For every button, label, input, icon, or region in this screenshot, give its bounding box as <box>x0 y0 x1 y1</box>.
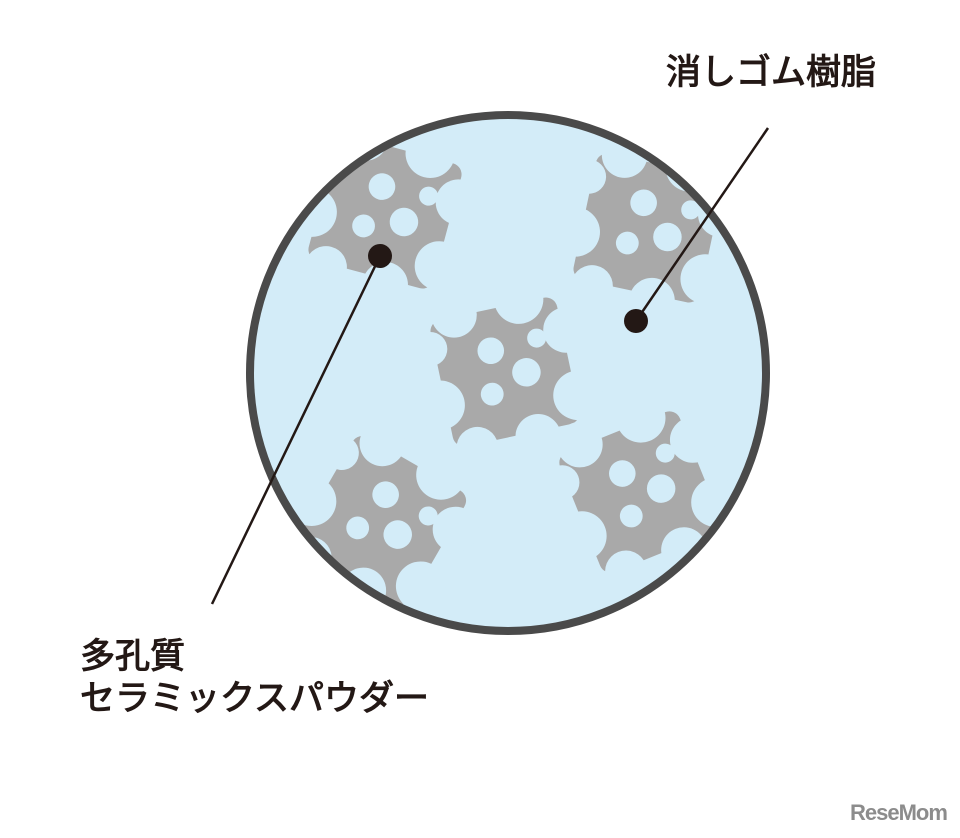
eraser-outline <box>246 111 770 635</box>
ceramic-label: 多孔質 セラミックスパウダー <box>80 636 429 720</box>
ceramic-pointer-dot <box>368 244 392 268</box>
ceramic-pointer-line <box>210 255 382 605</box>
resin-pointer-line <box>634 127 770 322</box>
resin-label: 消しゴム樹脂 <box>666 53 877 93</box>
ceramic-label-line1: 多孔質 <box>80 637 186 677</box>
watermark-logo: ReseMom <box>850 800 948 825</box>
resin-pointer-dot <box>624 309 648 333</box>
ceramic-label-line2: セラミックスパウダー <box>80 679 429 719</box>
